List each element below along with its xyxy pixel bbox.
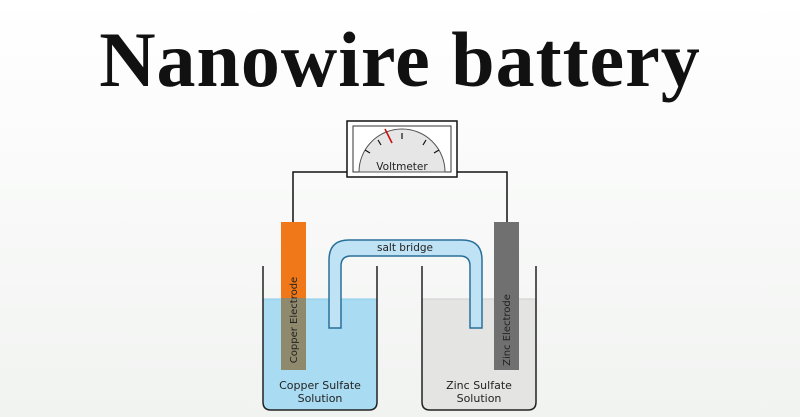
salt-bridge [328, 239, 483, 329]
page-title: Nanowire battery [99, 16, 701, 103]
right-beaker [421, 266, 537, 411]
left-wire [292, 171, 347, 222]
voltmeter: Voltmeter [346, 120, 458, 178]
voltmeter-dial [358, 128, 446, 173]
copper-electrode-submerged [281, 298, 306, 370]
zinc-electrode [494, 222, 519, 370]
zinc-solution-label-line2: Solution [457, 392, 502, 405]
copper-solution-label-line2: Solution [298, 392, 343, 405]
left-beaker [262, 266, 378, 411]
voltmeter-needle [384, 128, 393, 144]
copper-electrode [281, 222, 306, 298]
voltmeter-label: Voltmeter [376, 161, 428, 173]
dial-ticks [364, 133, 440, 154]
copper-electrode-label: Copper Electrode [289, 277, 300, 363]
copper-solution-label-line1: Copper Sulfate [279, 379, 361, 392]
salt-bridge-label: salt bridge [377, 242, 433, 254]
zinc-solution-label-line1: Zinc Sulfate [446, 379, 512, 392]
zinc-electrode-label: Zinc Electrode [502, 294, 513, 366]
right-wire [457, 171, 508, 222]
